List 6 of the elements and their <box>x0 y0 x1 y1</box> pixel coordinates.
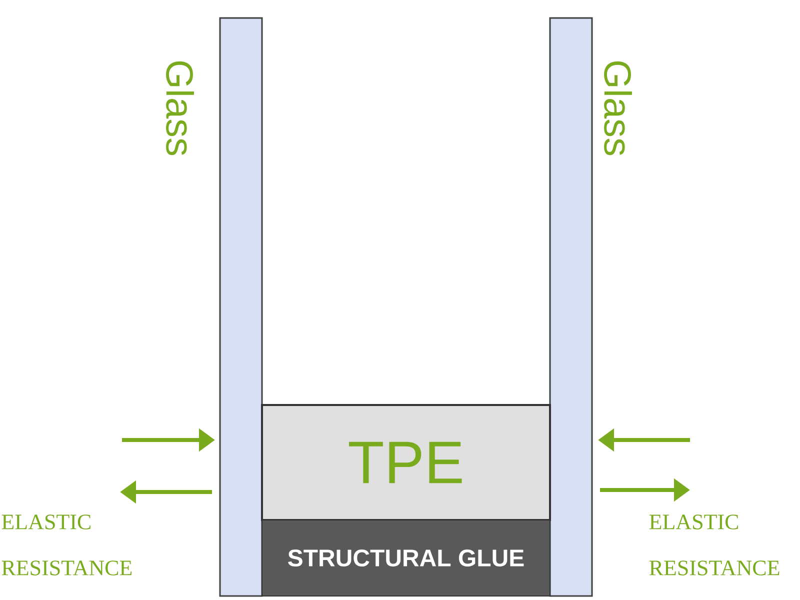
force-label: ELASTIC RESISTANCE <box>649 514 780 576</box>
force-label: ELASTIC RESISTANCE <box>2 514 132 576</box>
glass-label: Glass <box>604 61 632 156</box>
tpe-block: TPE <box>261 404 551 521</box>
glass-label: Glass <box>166 61 194 156</box>
glue-block: STRUCTURAL GLUE <box>262 520 550 596</box>
